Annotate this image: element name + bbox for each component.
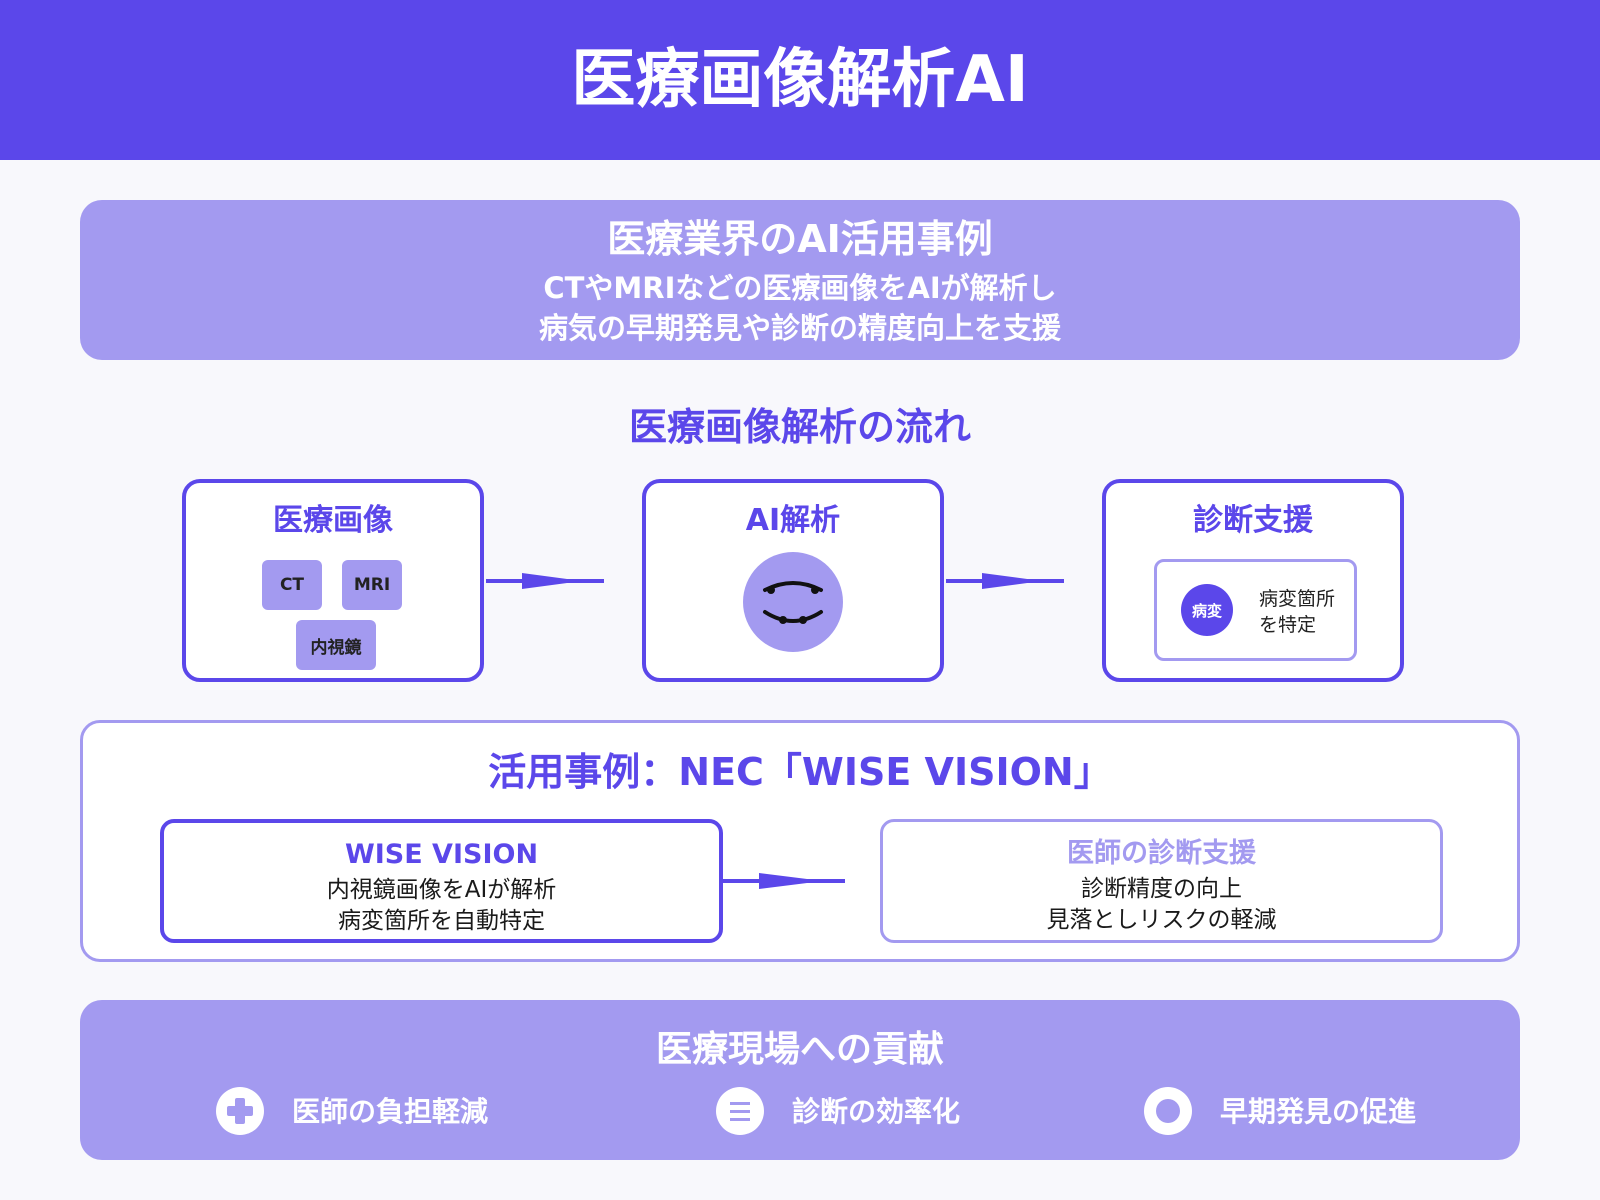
case-box-title: WISE VISION (344, 839, 539, 870)
target-circle-icon (1144, 1087, 1192, 1135)
contribution-card: 医療現場への貢献 医師の負担軽減 診断の効率化 早期発見の促進 (80, 1000, 1520, 1160)
flow-step-title: 診断支援 (1193, 503, 1313, 538)
case-box-wise-vision: WISE VISION 内視鏡画像をAIが解析 病変箇所を自動特定 (160, 819, 723, 943)
case-study-title: 活用事例：NEC「WISE VISION」 (488, 750, 1112, 794)
case-box-line: 見落としリスクの軽減 (1046, 907, 1277, 933)
case-arrow (723, 873, 845, 889)
chip-endoscope: 内視鏡 (296, 620, 376, 670)
case-box-line: 病変箇所を自動特定 (338, 908, 545, 934)
lesion-badge: 病変 (1181, 584, 1233, 636)
flow-step-medical-images: 医療画像 CT MRI 内視鏡 (182, 479, 484, 682)
intro-card: 医療業界のAI活用事例 CTやMRIなどの医療画像をAIが解析し 病気の早期発見… (80, 200, 1520, 360)
header-bar: 医療画像解析AI (0, 0, 1600, 160)
contribution-label: 診断の効率化 (792, 1095, 961, 1128)
case-study-card: 活用事例：NEC「WISE VISION」 WISE VISION 内視鏡画像を… (80, 720, 1520, 962)
flow-arrow-1 (486, 573, 604, 589)
chip-ct: CT (262, 560, 322, 610)
flow-step-diagnosis-support: 診断支援 病変 病変箇所 を特定 (1102, 479, 1404, 682)
case-box-title: 医師の診断支援 (1067, 838, 1256, 869)
page-title: 医療画像解析AI (571, 43, 1029, 117)
contribution-title: 医療現場への貢献 (655, 1029, 944, 1070)
intro-title: 医療業界のAI活用事例 (607, 217, 993, 261)
contribution-label: 早期発見の促進 (1220, 1095, 1417, 1128)
flow-title: 医療画像解析の流れ (628, 405, 971, 449)
intro-line-1: CTやMRIなどの医療画像をAIが解析し (543, 271, 1057, 305)
case-box-line: 内視鏡画像をAIが解析 (326, 877, 557, 903)
flow-step-title: 医療画像 (273, 503, 393, 538)
contribution-label: 医師の負担軽減 (292, 1095, 489, 1128)
flow-step-ai-analysis: AI解析 (642, 479, 944, 682)
list-lines-icon (716, 1087, 764, 1135)
case-box-doctor-support: 医師の診断支援 診断精度の向上 見落としリスクの軽減 (880, 819, 1443, 943)
intro-line-2: 病気の早期発見や診断の精度向上を支援 (538, 311, 1061, 345)
case-box-line: 診断精度の向上 (1081, 876, 1242, 902)
medical-cross-icon (216, 1087, 264, 1135)
chip-mri: MRI (342, 560, 402, 610)
flow-arrow-2 (946, 573, 1064, 589)
ai-face-icon (743, 552, 843, 652)
lesion-caption: 病変箇所 を特定 (1259, 588, 1336, 636)
flow-step-title: AI解析 (745, 503, 841, 538)
lesion-card: 病変 病変箇所 を特定 (1154, 559, 1357, 661)
